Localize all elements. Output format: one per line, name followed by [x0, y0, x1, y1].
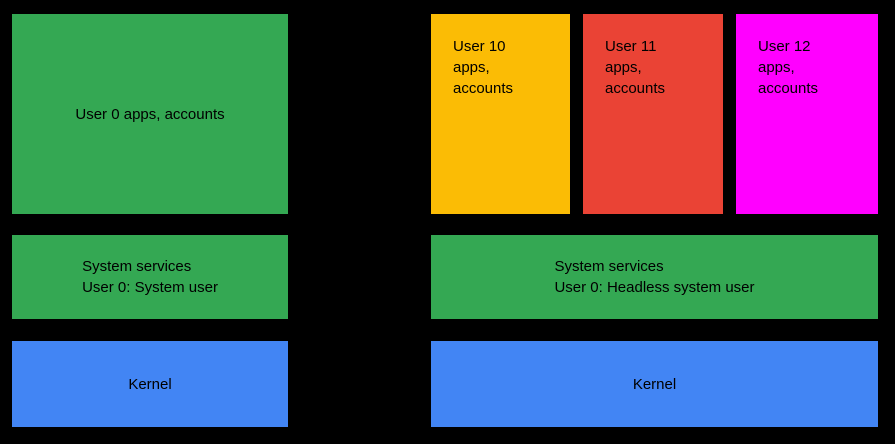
left-system-services-box: System services User 0: System user	[12, 235, 288, 319]
right-user-11-box: User 11 apps, accounts	[583, 14, 723, 214]
right-system-services-box: System services User 0: Headless system …	[431, 235, 878, 319]
right-user-10-box: User 10 apps, accounts	[431, 14, 570, 214]
right-kernel-label: Kernel	[632, 375, 677, 393]
right-user-11-label: User 11 apps, accounts	[605, 38, 666, 97]
right-user-12-box: User 12 apps, accounts	[736, 14, 878, 214]
left-system-services-label: System services User 0: System user	[82, 258, 218, 296]
right-user-12-label: User 12 apps, accounts	[758, 38, 819, 97]
left-user-apps-box: User 0 apps, accounts	[12, 14, 288, 214]
right-user-10-label: User 10 apps, accounts	[453, 38, 514, 97]
left-kernel-box: Kernel	[12, 341, 288, 427]
right-kernel-box: Kernel	[431, 341, 878, 427]
right-system-services-label: System services User 0: Headless system …	[554, 258, 755, 296]
left-user-apps-label: User 0 apps, accounts	[75, 105, 225, 123]
left-kernel-label: Kernel	[128, 375, 172, 393]
